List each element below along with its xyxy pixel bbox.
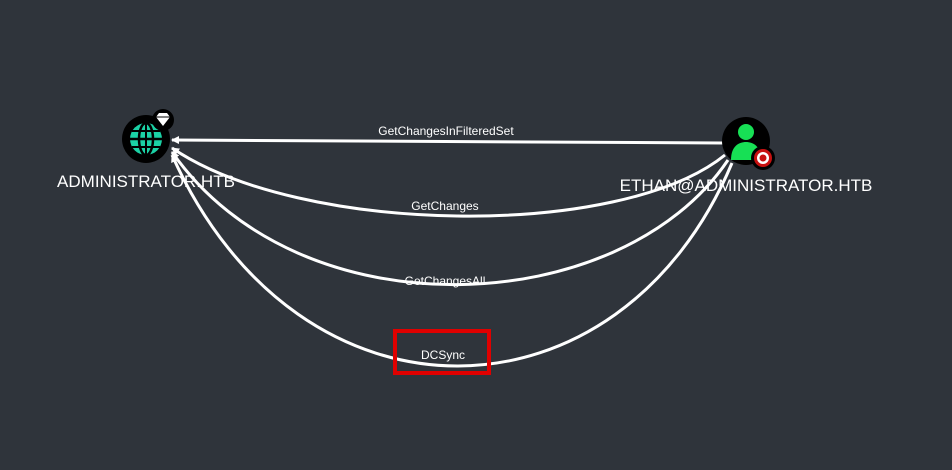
- edge-label-getchangesinfilteredset: GetChangesInFilteredSet: [378, 124, 514, 138]
- highlight-box: [393, 329, 491, 375]
- edge-label-getchangesall: GetChangesAll: [405, 274, 486, 288]
- node-domain-label: ADMINISTRATOR.HTB: [57, 172, 235, 191]
- edge-getchangesall[interactable]: GetChangesAll: [170, 151, 730, 288]
- edge-getchanges[interactable]: GetChanges: [171, 146, 726, 218]
- edge-getchangesinfilteredset[interactable]: GetChangesInFilteredSet: [171, 124, 724, 145]
- edge-dcsync[interactable]: DCSync: [170, 154, 734, 375]
- edge-label-dcsync: DCSync: [421, 348, 465, 362]
- diamond-icon: [152, 109, 174, 131]
- node-user[interactable]: ETHAN@ADMINISTRATOR.HTB: [620, 117, 873, 195]
- node-user-label: ETHAN@ADMINISTRATOR.HTB: [620, 176, 873, 195]
- globe-icon: [130, 121, 162, 157]
- target-icon: [751, 146, 775, 170]
- edge-label-getchanges: GetChanges: [411, 199, 478, 213]
- node-domain[interactable]: ADMINISTRATOR.HTB: [57, 109, 235, 191]
